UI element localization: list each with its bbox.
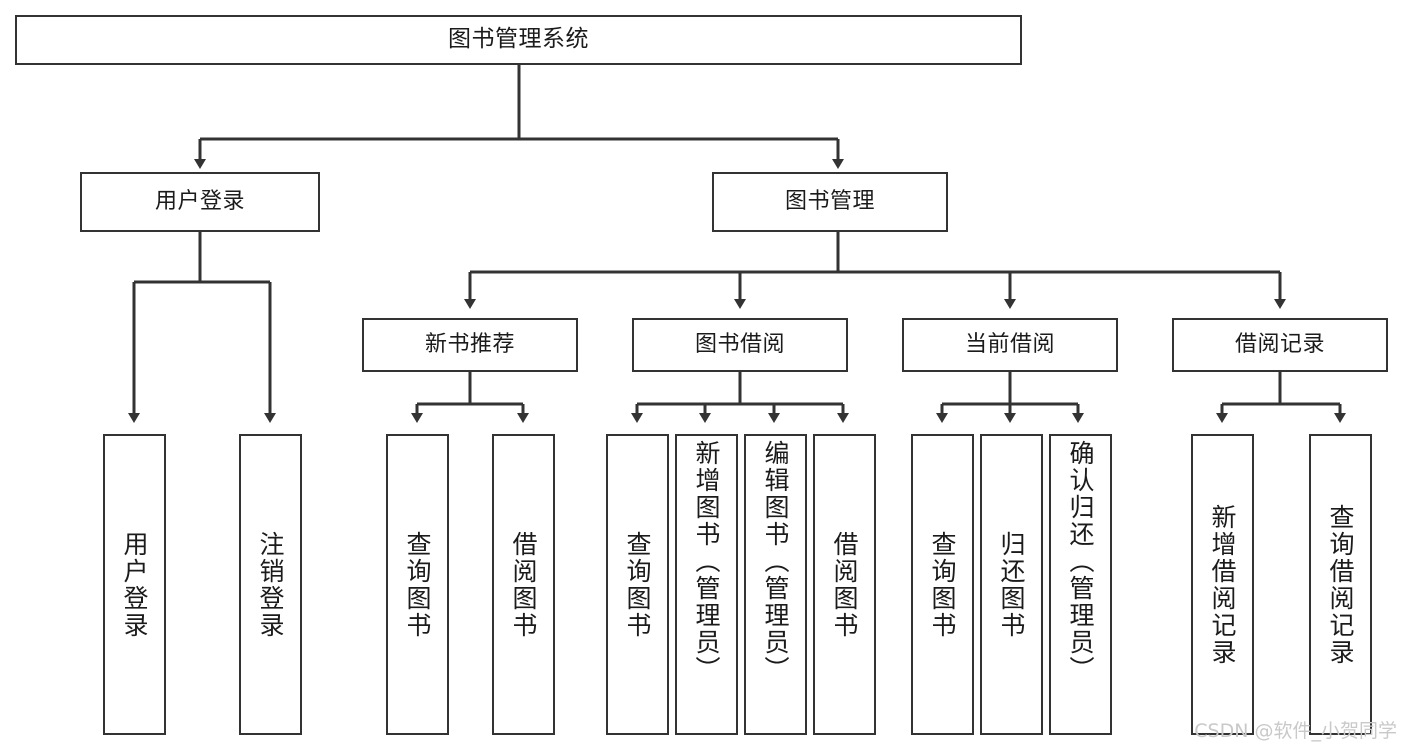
node-leaf-borrow-book-1[interactable]: 借阅图书 [492, 434, 555, 735]
node-leaf-query-book-2[interactable]: 查询图书 [606, 434, 669, 735]
node-leaf-add-record-label: 新增借阅记录 [1208, 503, 1237, 666]
node-leaf-query-record-label: 查询借阅记录 [1326, 503, 1355, 666]
node-leaf-return-book[interactable]: 归还图书 [980, 434, 1043, 735]
node-leaf-query-record[interactable]: 查询借阅记录 [1309, 434, 1372, 735]
node-leaf-borrow-book-1-label: 借阅图书 [509, 530, 538, 639]
node-user-login-label: 用户登录 [154, 189, 245, 215]
node-current-borrow[interactable]: 当前借阅 [902, 318, 1118, 372]
node-leaf-query-book-1-label: 查询图书 [403, 530, 432, 639]
node-leaf-add-record[interactable]: 新增借阅记录 [1191, 434, 1254, 735]
node-book-management[interactable]: 图书管理 [712, 172, 948, 232]
watermark-text: CSDN @软件_小贺同学 [1194, 720, 1397, 742]
node-leaf-logout-login[interactable]: 注销登录 [239, 434, 302, 735]
node-leaf-logout-login-label: 注销登录 [256, 530, 285, 639]
node-leaf-add-book-label: 新增图书（管理员） [692, 440, 721, 683]
node-user-login[interactable]: 用户登录 [80, 172, 320, 232]
node-leaf-query-book-1[interactable]: 查询图书 [386, 434, 449, 735]
node-leaf-edit-book[interactable]: 编辑图书（管理员） [744, 434, 807, 735]
node-root-label: 图书管理系统 [448, 26, 589, 53]
node-current-borrow-label: 当前借阅 [964, 332, 1055, 358]
node-root[interactable]: 图书管理系统 [15, 15, 1022, 65]
node-new-book-recommend[interactable]: 新书推荐 [362, 318, 578, 372]
node-leaf-confirm-return[interactable]: 确认归还（管理员） [1049, 434, 1112, 735]
node-leaf-borrow-book-2-label: 借阅图书 [830, 530, 859, 639]
node-book-management-label: 图书管理 [784, 189, 875, 215]
node-leaf-user-login-label: 用户登录 [120, 530, 149, 639]
node-leaf-user-login[interactable]: 用户登录 [103, 434, 166, 735]
node-leaf-edit-book-label: 编辑图书（管理员） [761, 440, 790, 683]
node-borrow-record-label: 借阅记录 [1234, 332, 1325, 358]
node-leaf-add-book[interactable]: 新增图书（管理员） [675, 434, 738, 735]
node-new-book-recommend-label: 新书推荐 [424, 332, 515, 358]
node-leaf-confirm-return-label: 确认归还（管理员） [1066, 440, 1095, 683]
node-leaf-borrow-book-2[interactable]: 借阅图书 [813, 434, 876, 735]
node-book-borrow[interactable]: 图书借阅 [632, 318, 848, 372]
node-leaf-query-book-2-label: 查询图书 [623, 530, 652, 639]
node-leaf-return-book-label: 归还图书 [997, 530, 1026, 639]
node-borrow-record[interactable]: 借阅记录 [1172, 318, 1388, 372]
node-leaf-query-book-3[interactable]: 查询图书 [911, 434, 974, 735]
node-leaf-query-book-3-label: 查询图书 [928, 530, 957, 639]
node-book-borrow-label: 图书借阅 [694, 332, 785, 358]
